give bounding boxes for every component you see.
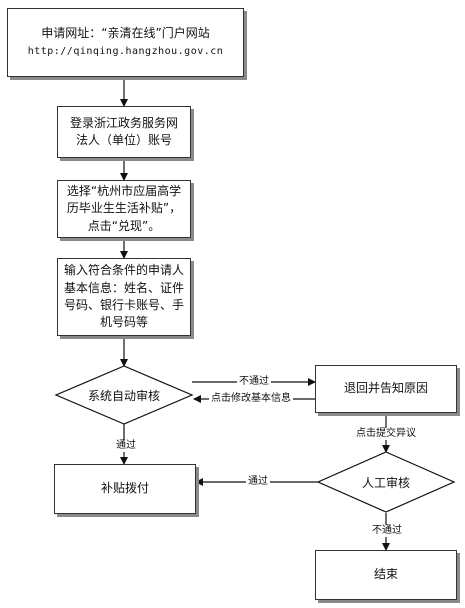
edge-label-modify-info: 点击修改基本信息 [209, 393, 293, 405]
subsidy-paid-box: 补贴拨付 [54, 464, 196, 514]
edge-label-manual-fail: 不通过 [370, 525, 404, 537]
input-box: 输入符合条件的申请人 基本信息：姓名、证件 号码、银行卡账号、手 机号码等 [57, 258, 191, 336]
subsidy-paid-label: 补贴拨付 [100, 481, 149, 496]
select-line2: 历毕业生生活补贴”， [66, 201, 182, 216]
manual-review-label: 人工审核 [362, 476, 411, 490]
select-line3: 点击“兑现”。 [87, 218, 161, 233]
rejected-notice-label: 退回并告知原因 [343, 381, 428, 396]
diamond-auto-review-shape [54, 365, 194, 425]
portal-url: http://qinqing.hangzhou.gov.cn [27, 46, 224, 58]
end-label: 结束 [373, 567, 398, 582]
select-line1: 选择“杭州市应届高学 [66, 183, 182, 198]
diamond-manual-review-shape [316, 451, 456, 513]
edge-label-manual-pass: 通过 [246, 476, 270, 488]
portal-title: 申请网址：“亲清在线”门户网站 [41, 26, 210, 41]
input-line2: 基本信息：姓名、证件 [63, 280, 184, 295]
select-box: 选择“杭州市应届高学 历毕业生生活补贴”， 点击“兑现”。 [57, 180, 191, 238]
input-line3: 号码、银行卡账号、手 [63, 298, 184, 312]
login-box: 登录浙江政务服务网 法人（单位）账号 [57, 106, 191, 158]
input-line1: 输入符合条件的申请人 [63, 263, 184, 278]
login-line1: 登录浙江政务服务网 [69, 115, 178, 130]
edge-label-auto-pass: 通过 [114, 440, 138, 452]
edge-label-submit-objection: 点击提交异议 [354, 428, 418, 440]
auto-review-label: 系统自动审核 [88, 389, 161, 403]
rejected-notice-box: 退回并告知原因 [315, 365, 457, 413]
edge-label-auto-fail: 不通过 [237, 376, 271, 388]
login-line2: 法人（单位）账号 [75, 133, 172, 147]
input-line4: 机号码等 [99, 315, 148, 330]
end-box: 结束 [315, 550, 457, 600]
portal-box: 申请网址：“亲清在线”门户网站 http://qinqing.hangzhou.… [7, 8, 244, 77]
